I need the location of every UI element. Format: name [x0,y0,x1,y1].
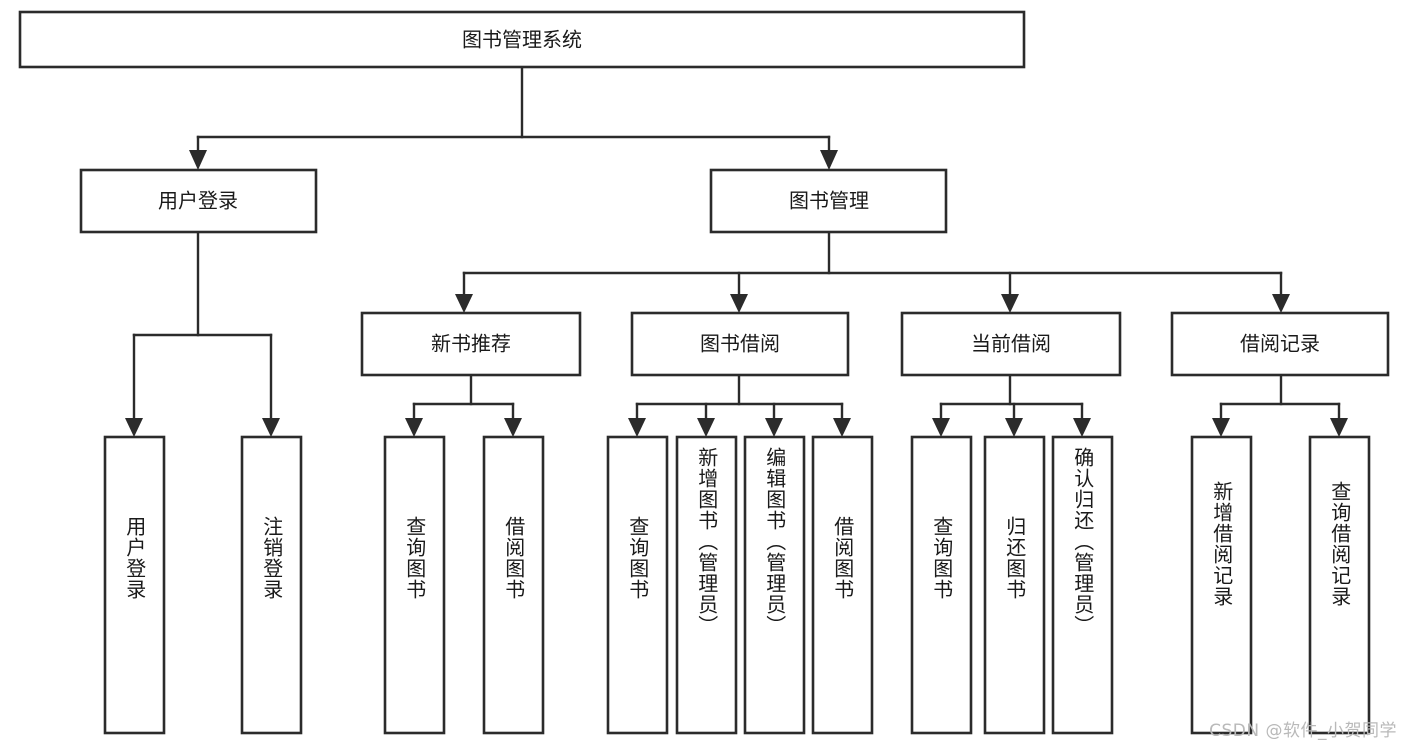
connector-group-recommend [405,373,522,437]
connector-group-record [1212,373,1348,437]
node-book-borrow[interactable]: 图书借阅 [630,311,850,377]
leaf-boxes [103,435,1371,735]
node-current-borrow-box[interactable] [900,311,1122,377]
leaf-box-borrow-book-2[interactable] [811,435,874,735]
node-user-login-label: 用户登录 [158,189,238,213]
leaf-box-confirm-return[interactable] [1051,435,1114,735]
arrow-icon-bm-borrow [730,294,748,313]
csdn-watermark: CSDN @软件_小贺同学 [1209,721,1397,741]
arrow-icon-bw-leaf2 [697,418,715,437]
connector-group-current [932,373,1091,437]
node-user-login[interactable]: 用户登录 [79,168,318,234]
node-book-manage-label: 图书管理 [789,189,869,213]
arrow-icon-bw-leaf3 [765,418,783,437]
node-new-book-recommend[interactable]: 新书推荐 [360,311,582,377]
leaf-box-query-book-3[interactable] [910,435,973,735]
leaf-box-edit-book[interactable] [743,435,806,735]
node-borrow-record-box[interactable] [1170,311,1390,377]
node-book-manage-box[interactable] [709,168,948,234]
node-book-borrow-box[interactable] [630,311,850,377]
arrow-icon-root-user-login [189,150,207,170]
arrow-icon-bm-record [1272,294,1290,313]
arrow-icon-ul-leaf1 [125,418,143,437]
node-new-book-recommend-label: 新书推荐 [431,332,511,356]
arrow-icon-bw-leaf1 [628,418,646,437]
connector-group-book-manage [455,230,1290,313]
node-book-borrow-label: 图书借阅 [700,332,780,356]
arrow-icon-rec-leaf1 [405,418,423,437]
arrow-icon-rec-leaf2 [504,418,522,437]
leaf-box-query-record[interactable] [1308,435,1371,735]
arrow-icon-rc-leaf2 [1330,418,1348,437]
arrow-icon-ul-leaf2 [262,418,280,437]
arrow-icon-cb-leaf1 [932,418,950,437]
node-current-borrow[interactable]: 当前借阅 [900,311,1122,377]
leaf-box-logout[interactable] [240,435,303,735]
leaf-box-borrow-book-1[interactable] [482,435,545,735]
node-current-borrow-label: 当前借阅 [971,332,1051,356]
connector-group-user-login [125,230,280,437]
connector-group-root [189,65,838,170]
connector-group-borrow [628,373,851,437]
node-book-manage[interactable]: 图书管理 [709,168,948,234]
node-user-login-box[interactable] [79,168,318,234]
arrow-icon-root-book-manage [820,150,838,170]
leaf-box-add-record[interactable] [1190,435,1253,735]
node-new-book-recommend-box[interactable] [360,311,582,377]
leaf-box-return-book[interactable] [983,435,1046,735]
arrow-icon-cb-leaf3 [1073,418,1091,437]
node-borrow-record-label: 借阅记录 [1240,332,1320,356]
leaf-box-add-book[interactable] [675,435,738,735]
node-borrow-record[interactable]: 借阅记录 [1170,311,1390,377]
arrow-icon-rc-leaf1 [1212,418,1230,437]
arrow-icon-bm-current [1001,294,1019,313]
node-root-label: 图书管理系统 [462,28,582,52]
leaf-box-query-book-2[interactable] [606,435,669,735]
arrow-icon-cb-leaf2 [1005,418,1023,437]
node-root[interactable]: 图书管理系统 [18,10,1026,69]
node-root-box[interactable] [18,10,1026,69]
arrow-icon-bw-leaf4 [833,418,851,437]
leaf-box-user-login[interactable] [103,435,166,735]
leaf-box-query-book-1[interactable] [383,435,446,735]
arrow-icon-bm-recommend [455,294,473,313]
